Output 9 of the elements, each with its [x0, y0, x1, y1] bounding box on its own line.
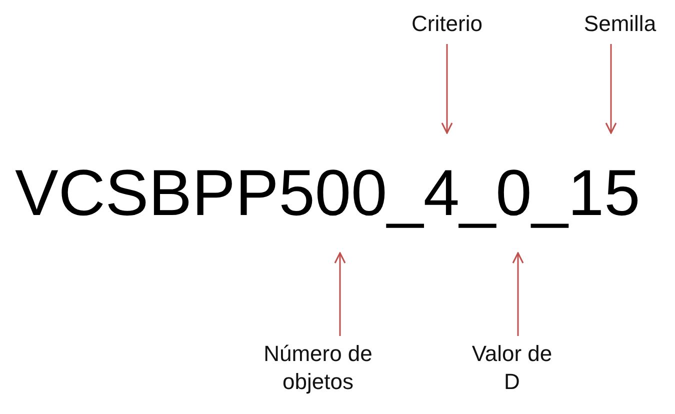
leader-arrow: [605, 44, 617, 134]
annotation-label: Criterio: [387, 10, 507, 38]
leader-arrow: [441, 44, 453, 134]
file-name-code: VCSBPP500_4_0_15: [15, 133, 641, 253]
annotation-label: Valor de D: [462, 340, 562, 396]
leader-arrow: [512, 252, 524, 336]
leader-arrow: [334, 252, 346, 336]
annotation-label: Semilla: [565, 10, 675, 38]
annotation-label: Número de objetos: [248, 340, 388, 396]
